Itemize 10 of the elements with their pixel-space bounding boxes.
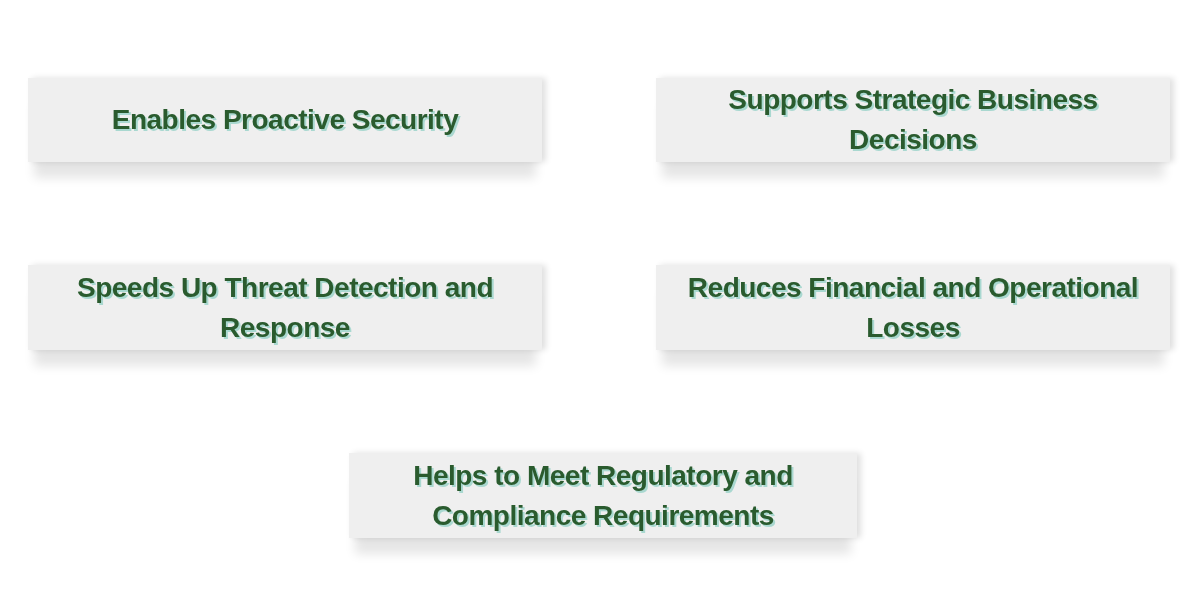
text-card — [28, 265, 542, 350]
text-card — [656, 78, 1170, 162]
card-title: Supports Strategic Business Decisions — [727, 83, 1099, 157]
text-card — [28, 78, 542, 162]
text-card — [349, 453, 857, 538]
card-title: Enables Proactive Security — [111, 103, 459, 137]
card-title: Helps to Meet Regulatory and Compliance Requirements — [412, 458, 794, 533]
card-title: Speeds Up Threat Detection and Response — [76, 270, 494, 345]
card-title: Reduces Financial and Operational Losses — [686, 270, 1140, 345]
text-card — [656, 265, 1170, 350]
